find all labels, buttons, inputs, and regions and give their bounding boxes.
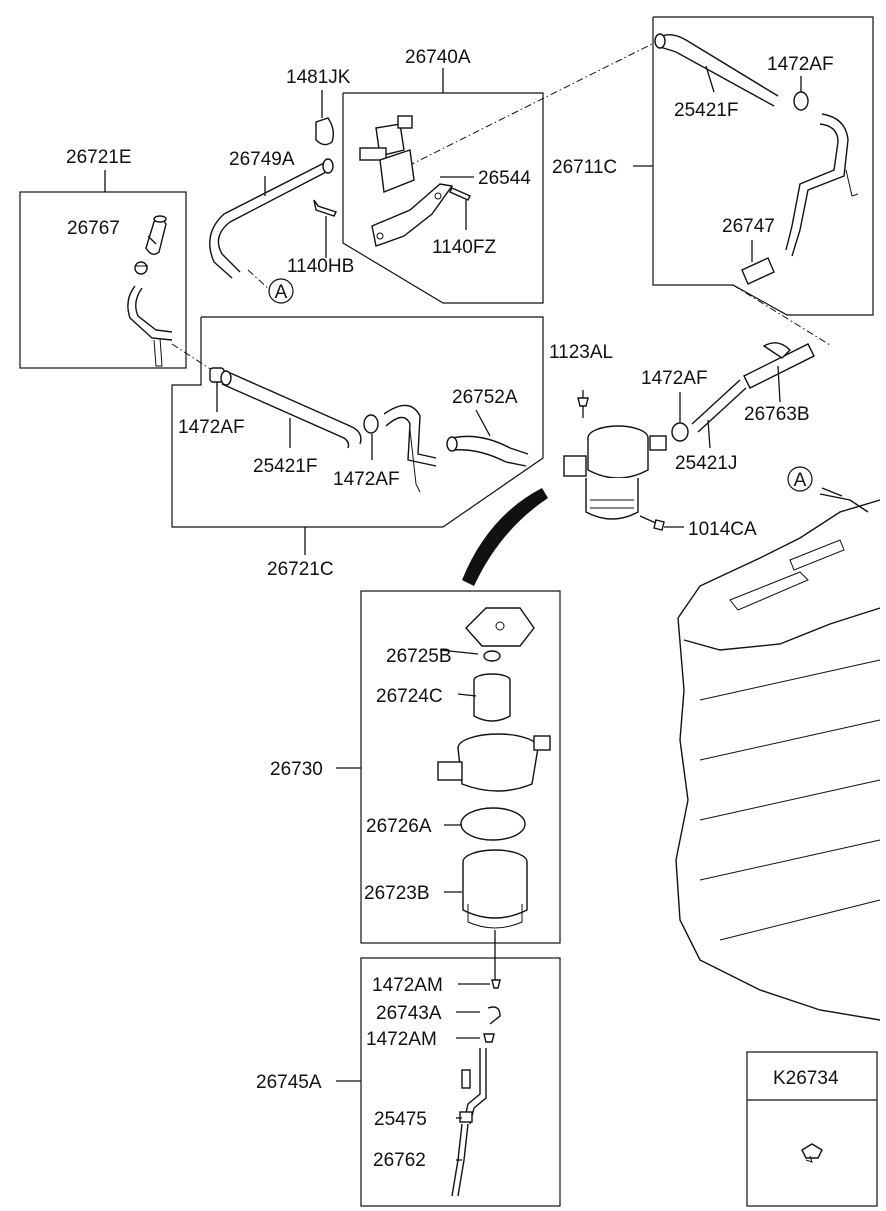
label-1140HB: 1140HB <box>287 256 354 277</box>
ref-circle-a-2: A <box>787 466 813 492</box>
tube-26763B <box>743 342 815 403</box>
label-26762: 26762 <box>373 1150 426 1171</box>
bolt-1140FZ <box>449 187 471 230</box>
filter-cover <box>465 607 535 647</box>
clamp-26721E <box>134 261 148 275</box>
fuel-filter-assembly <box>563 425 667 520</box>
label-26724C: 26724C <box>376 686 443 707</box>
label-26721E: 26721E <box>66 147 132 168</box>
label-1472AM-b: 1472AM <box>366 1029 437 1050</box>
label-1014CA: 1014CA <box>688 519 757 540</box>
bolt-1123AL <box>577 390 589 418</box>
label-25475: 25475 <box>374 1109 427 1130</box>
clamp-1472AF-mid <box>671 392 689 442</box>
bowl-26723B <box>462 849 528 980</box>
label-26743A: 26743A <box>376 1003 442 1024</box>
label-25421F-left: 25421F <box>253 456 317 477</box>
bolt-1140HB <box>313 199 337 258</box>
label-26747: 26747 <box>722 216 775 237</box>
label-26749A: 26749A <box>229 149 295 170</box>
label-leaders <box>147 176 843 893</box>
label-1123AL: 1123AL <box>549 342 613 363</box>
label-26723B: 26723B <box>364 883 430 904</box>
label-kit: K26734 <box>773 1068 839 1089</box>
label-1140FZ: 1140FZ <box>432 237 496 258</box>
ref-a-1-label: A <box>275 282 288 303</box>
hose-26752A <box>446 409 529 467</box>
hose-26767 <box>145 215 167 255</box>
label-25421J: 25421J <box>675 453 737 474</box>
pipe-26721C <box>383 404 437 493</box>
dashed-leaders <box>171 39 831 373</box>
label-1472AF-top: 1472AF <box>767 54 834 75</box>
clamp-1472AF-low <box>363 414 379 460</box>
gasket-26726A <box>460 807 526 841</box>
engine-block <box>675 493 881 1021</box>
label-26725B: 26725B <box>386 646 452 667</box>
label-1481JK: 1481JK <box>286 67 351 88</box>
label-1472AF-left: 1472AF <box>178 417 245 438</box>
label-26730: 26730 <box>270 759 323 780</box>
label-26767: 26767 <box>67 218 120 239</box>
o-ring-26725B <box>483 650 501 662</box>
valve-26740A <box>359 115 415 193</box>
clip-1481JK <box>315 90 335 146</box>
pipe-26711C <box>785 113 859 257</box>
label-1472AF-mid: 1472AF <box>641 368 708 389</box>
label-26711C: 26711C <box>552 157 617 178</box>
exploded-view-arrow <box>462 488 548 586</box>
label-26752A: 26752A <box>452 387 518 408</box>
box-kit <box>746 1051 878 1207</box>
bolt-1014CA <box>639 515 684 531</box>
hose-26749A <box>209 158 334 279</box>
part-labels: 26740A 1481JK 26749A 26721E 26767 1140HB… <box>66 47 839 1171</box>
bracket-26544 <box>371 176 474 247</box>
box-26740A <box>342 68 544 304</box>
hose-25421F-top <box>654 33 779 107</box>
label-1472AF-low: 1472AF <box>333 469 400 490</box>
box-26721C <box>171 316 544 555</box>
clamp-1472AF-top <box>793 76 809 111</box>
drain-parts-26745A <box>451 979 501 1197</box>
label-25421F-top: 25421F <box>674 100 738 121</box>
label-26726A: 26726A <box>366 816 432 837</box>
pipe-26721E <box>127 285 173 367</box>
label-26763B: 26763B <box>744 404 810 425</box>
hose-25421F-left <box>220 370 362 449</box>
box-26745A <box>336 957 561 1207</box>
box-26711C <box>633 16 874 316</box>
kit-part-icon <box>801 1143 823 1163</box>
ref-circle-a-1: A <box>268 278 294 304</box>
label-26721C: 26721C <box>267 559 334 580</box>
hose-25421J <box>691 379 747 449</box>
label-26745A: 26745A <box>256 1072 322 1093</box>
ref-a-2-label: A <box>794 470 807 491</box>
filter-body-26730 <box>437 733 551 792</box>
box-26730 <box>336 590 561 944</box>
label-26544: 26544 <box>478 168 531 189</box>
box-26721E <box>19 170 187 369</box>
label-1472AM-a: 1472AM <box>372 975 443 996</box>
label-26740A: 26740A <box>405 47 471 68</box>
element-26724C <box>473 673 511 722</box>
hose-26747 <box>741 240 775 285</box>
